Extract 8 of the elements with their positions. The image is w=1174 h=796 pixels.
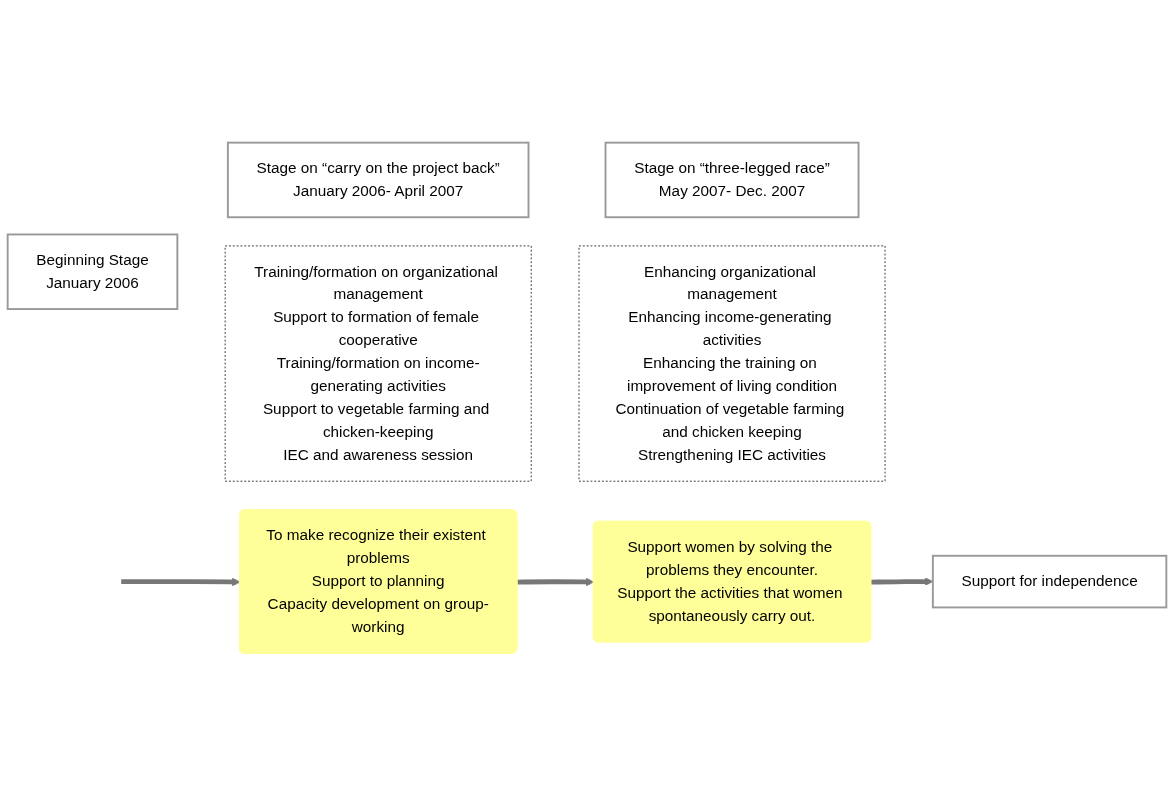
arrow — [517, 577, 595, 587]
node-box: Stage on “three-legged race” May 2007- Dec. 2007 — [604, 141, 860, 219]
arrow — [121, 577, 241, 587]
node-box: Enhancing organizational management Enhancing income-generating activities Enhancing the training on improvement of living condition Continuation of vegetable farming and chicken keeping Strengthening IEC activities — [578, 245, 886, 482]
node-box: Beginning Stage January 2006 — [6, 233, 179, 310]
node-box: Support for independence — [931, 554, 1168, 609]
node-box: Training/formation on organizational management Support to formation of female cooperative Training/formation on income-generating activities Support to vegetable farming and chicken-keeping IEC and awareness session — [224, 245, 532, 482]
node-box: Stage on “carry on the project back” January 2006- April 2007 — [226, 141, 530, 219]
